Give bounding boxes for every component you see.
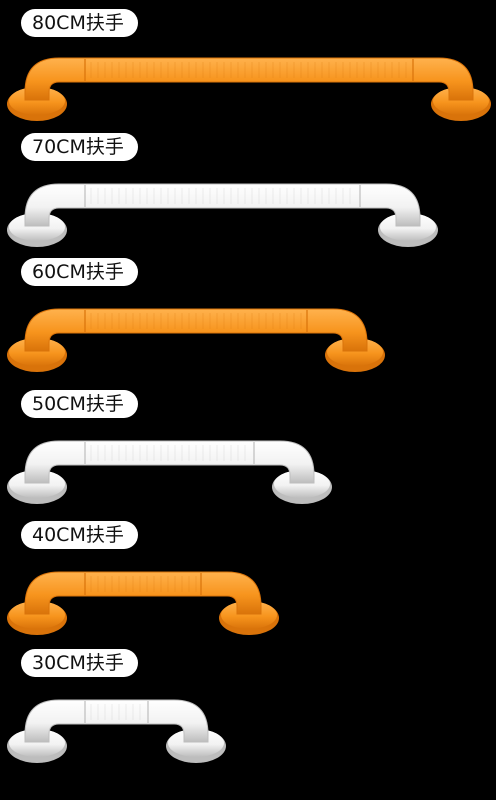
grab-bar-image	[7, 308, 385, 372]
grab-bar-image	[7, 183, 438, 247]
bar-body	[24, 183, 421, 227]
bar-body	[24, 571, 262, 615]
right-mount-top	[380, 213, 436, 241]
size-label: 30CM扶手	[21, 649, 138, 677]
right-mount-top	[433, 87, 489, 115]
bar-body	[24, 699, 209, 743]
left-mount-top	[9, 601, 65, 629]
bar-body	[24, 308, 368, 352]
right-mount-top	[274, 470, 330, 498]
bar-body	[24, 440, 315, 484]
grab-bar-image	[7, 699, 226, 763]
size-label: 40CM扶手	[21, 521, 138, 549]
left-mount-top	[9, 470, 65, 498]
bar-body	[24, 57, 474, 101]
left-mount-top	[9, 729, 65, 757]
right-mount-top	[221, 601, 277, 629]
right-mount-top	[168, 729, 224, 757]
size-label: 80CM扶手	[21, 9, 138, 37]
size-label: 70CM扶手	[21, 133, 138, 161]
right-mount-top	[327, 338, 383, 366]
size-label: 50CM扶手	[21, 390, 138, 418]
size-label: 60CM扶手	[21, 258, 138, 286]
left-mount-top	[9, 213, 65, 241]
grab-bar-image	[7, 57, 491, 121]
left-mount-top	[9, 338, 65, 366]
left-mount-top	[9, 87, 65, 115]
grab-bar-image	[7, 571, 279, 635]
grab-bar-image	[7, 440, 332, 504]
